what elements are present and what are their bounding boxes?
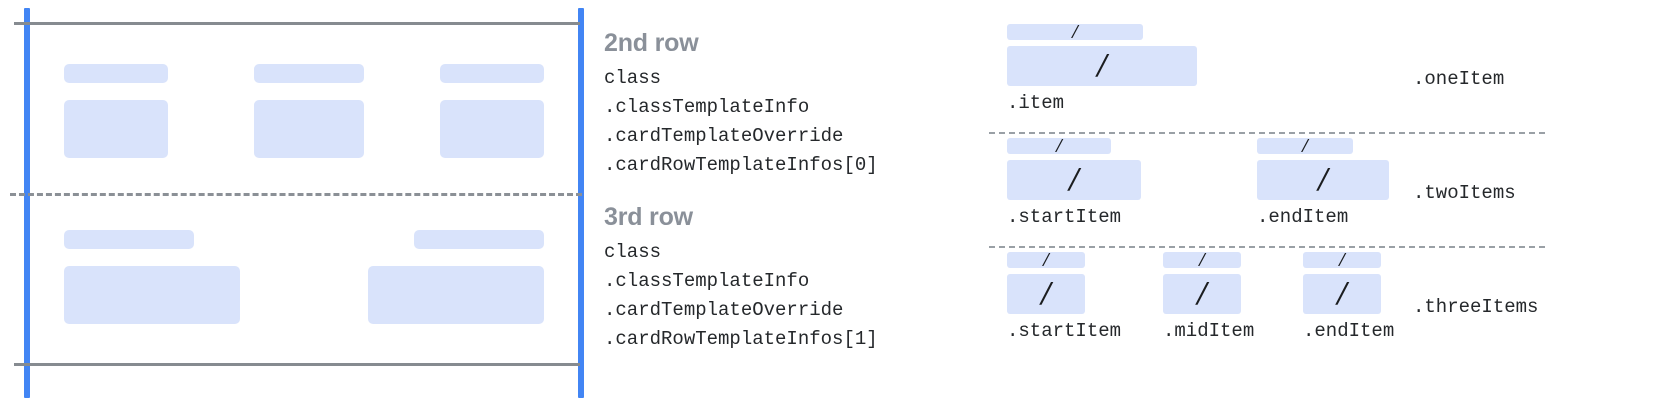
card-row-3-col1-header-placeholder: [414, 230, 544, 249]
card-mock-panel: [0, 0, 592, 412]
item-variants-panel: / / .item .oneItem / / .startItem / / .endItem .tw…: [985, 0, 1676, 412]
card-left-rail: [24, 8, 30, 398]
variant-three-items-slot-2: / / .endItem: [1303, 252, 1394, 342]
annotation-panel: 2nd row class .classTemplateInfo .cardTe…: [600, 0, 980, 412]
variant-one-item: / / .item .oneItem: [985, 24, 1676, 132]
card-row-2-col2-body-placeholder: [440, 100, 544, 158]
card-right-rail: [578, 8, 584, 398]
variant-group-label: .threeItems: [1413, 296, 1539, 318]
slash-icon: /: [1197, 275, 1207, 312]
card-row-3-col0-header-placeholder: [64, 230, 194, 249]
variant-two-items-slot-0: / / .startItem: [1007, 138, 1141, 228]
slot-label: .endItem: [1257, 206, 1349, 228]
annotation-row-3: 3rd row class .classTemplateInfo .cardTe…: [604, 202, 878, 354]
variant-group-label: .twoItems: [1413, 182, 1516, 204]
slash-icon: /: [1339, 252, 1345, 268]
slash-icon: /: [1337, 275, 1347, 312]
card-row-divider: [10, 193, 582, 196]
slot-label: .midItem: [1163, 320, 1255, 342]
slash-icon: /: [1072, 24, 1078, 40]
card-row-2-col2-header-placeholder: [440, 64, 544, 83]
card-row-3-col1-body-placeholder: [368, 266, 544, 324]
placeholder-bar-top: /: [1007, 252, 1085, 268]
annotation-row-2: 2nd row class .classTemplateInfo .cardTe…: [604, 28, 878, 180]
slash-icon: /: [1199, 252, 1205, 268]
card-row-2-col1-header-placeholder: [254, 64, 364, 83]
placeholder-bar-body: /: [1303, 274, 1381, 314]
variant-three-items: / / .startItem / / .midItem / / .endItem .threeIt…: [985, 252, 1676, 362]
placeholder-bar-body: /: [1257, 160, 1389, 200]
variant-group-label: .oneItem: [1413, 68, 1505, 90]
slot-label: .item: [1007, 92, 1065, 114]
placeholder-bar-top: /: [1303, 252, 1381, 268]
variant-two-items-slot-1: / / .endItem: [1257, 138, 1389, 228]
placeholder-bar-body: /: [1163, 274, 1241, 314]
slash-icon: /: [1041, 275, 1051, 312]
card-top-rule: [14, 22, 580, 25]
annotation-class-path: class .classTemplateInfo .cardTemplateOv…: [604, 67, 878, 176]
slash-icon: /: [1302, 138, 1308, 154]
variant-separator: [989, 246, 1545, 248]
placeholder-bar-body: /: [1007, 274, 1085, 314]
card-row-2-col1-body-placeholder: [254, 100, 364, 158]
slot-label: .endItem: [1303, 320, 1395, 342]
annotation-heading: 3rd row: [604, 203, 693, 231]
annotation-class-path: class .classTemplateInfo .cardTemplateOv…: [604, 241, 878, 350]
slash-icon: /: [1043, 252, 1049, 268]
placeholder-bar-top: /: [1007, 138, 1111, 154]
variant-one-item-slot-0: / / .item: [1007, 24, 1197, 114]
placeholder-bar-body: /: [1007, 46, 1197, 86]
variant-three-items-slot-0: / / .startItem: [1007, 252, 1121, 342]
slash-icon: /: [1097, 47, 1107, 84]
placeholder-bar-top: /: [1163, 252, 1241, 268]
card-row-2-col0-body-placeholder: [64, 100, 168, 158]
variant-separator: [989, 132, 1545, 134]
variant-two-items: / / .startItem / / .endItem .twoItems: [985, 138, 1676, 246]
annotation-heading: 2nd row: [604, 29, 699, 57]
slash-icon: /: [1056, 138, 1062, 154]
card-bottom-rule: [14, 363, 580, 366]
variant-three-items-slot-1: / / .midItem: [1163, 252, 1254, 342]
slot-label: .startItem: [1007, 206, 1122, 228]
placeholder-bar-top: /: [1257, 138, 1353, 154]
placeholder-bar-top: /: [1007, 24, 1143, 40]
slash-icon: /: [1318, 161, 1328, 198]
placeholder-bar-body: /: [1007, 160, 1141, 200]
card-row-2-col0-header-placeholder: [64, 64, 168, 83]
slot-label: .startItem: [1007, 320, 1122, 342]
slash-icon: /: [1069, 161, 1079, 198]
card-row-3-col0-body-placeholder: [64, 266, 240, 324]
